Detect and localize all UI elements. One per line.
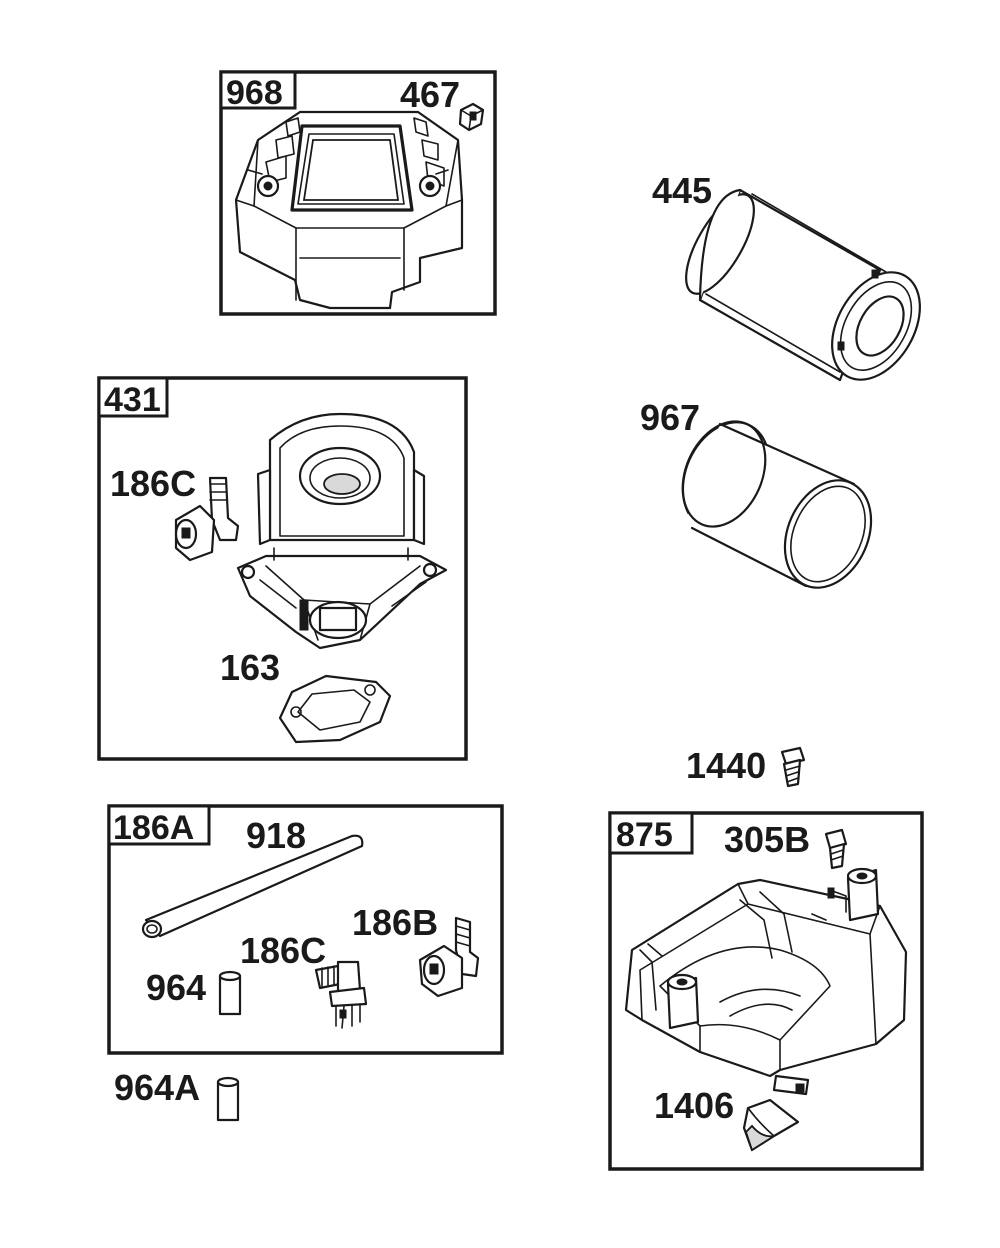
box-875-label: 875 <box>616 816 673 854</box>
bolt-icon[interactable] <box>780 746 806 788</box>
sleeve-icon[interactable] <box>218 970 242 1016</box>
sleeve-icon[interactable] <box>216 1076 240 1122</box>
pre-cleaner-sleeve-icon[interactable] <box>667 408 888 601</box>
callout-467[interactable]: 467 <box>400 74 460 115</box>
callout-186C-lower[interactable]: 186C <box>240 930 326 971</box>
box-431-label: 431 <box>104 381 161 419</box>
callout-186B[interactable]: 186B <box>352 902 438 943</box>
gasket-icon[interactable] <box>278 674 392 744</box>
hose-icon[interactable] <box>141 834 364 939</box>
elbow-fitting-icon[interactable] <box>314 960 368 1029</box>
box-186A-label: 186A <box>113 809 194 847</box>
air-cleaner-cover-icon[interactable] <box>234 110 464 310</box>
seal-icon[interactable] <box>742 1098 800 1152</box>
callout-918[interactable]: 918 <box>246 815 306 856</box>
box-186A: 186A 918 186B 186C 964 <box>107 804 504 1055</box>
callout-445[interactable]: 445 <box>652 170 712 211</box>
callout-1406[interactable]: 1406 <box>654 1085 734 1126</box>
elbow-fitting-icon[interactable] <box>418 916 480 998</box>
box-968-label: 968 <box>226 74 283 112</box>
box-875: 875 305B 1406 <box>608 811 924 1171</box>
air-filter-cartridge-icon[interactable] <box>673 185 938 396</box>
callout-305B[interactable]: 305B <box>724 819 810 860</box>
air-cleaner-housing-icon[interactable] <box>236 412 448 650</box>
knob-icon[interactable] <box>458 102 485 132</box>
callout-1440[interactable]: 1440 <box>686 745 766 786</box>
callout-964A[interactable]: 964A <box>114 1067 200 1108</box>
screw-icon[interactable] <box>824 828 848 870</box>
air-cleaner-base-icon[interactable] <box>624 867 908 1096</box>
callout-964[interactable]: 964 <box>146 967 206 1008</box>
elbow-fitting-icon[interactable] <box>174 476 240 562</box>
box-968: 968 467 <box>219 70 497 316</box>
box-431: 431 186C 163 <box>97 376 468 761</box>
callout-967[interactable]: 967 <box>640 397 700 438</box>
callout-186C-upper[interactable]: 186C <box>110 463 196 504</box>
callout-163[interactable]: 163 <box>220 647 280 688</box>
